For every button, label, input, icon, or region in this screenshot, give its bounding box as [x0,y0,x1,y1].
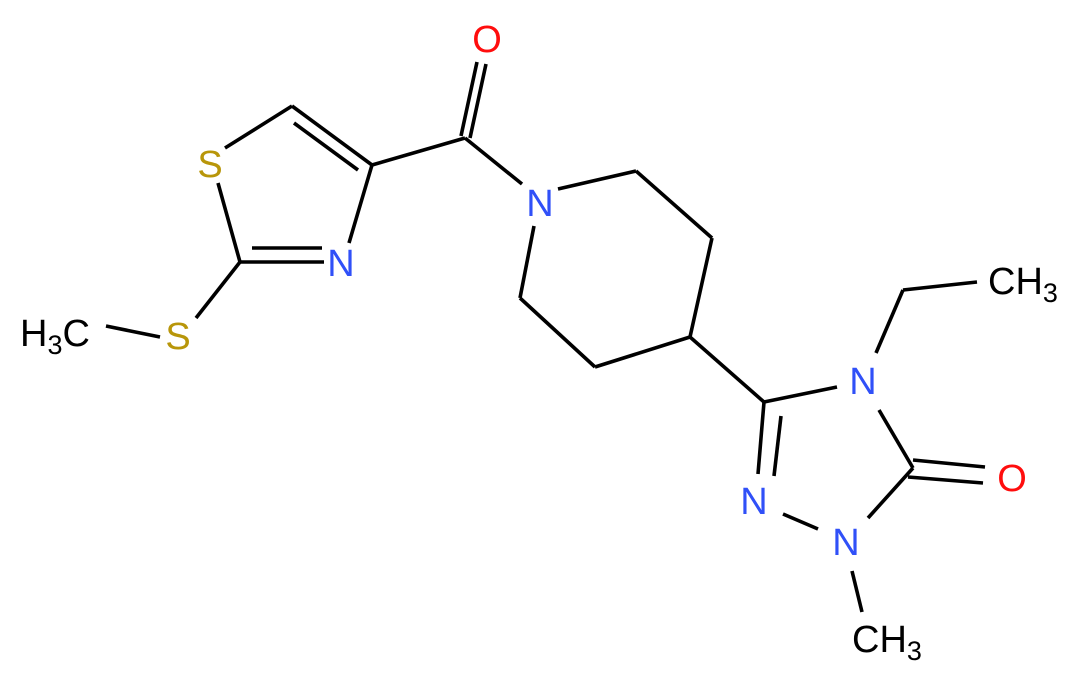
bond-n2-n1 [782,512,819,531]
n-methyl-ch: CH [852,619,907,661]
bond-pip-c5-c6 [518,296,597,369]
atom-labels: O S N S H3C N N O N N CH3 CH3 [20,19,1058,666]
bond-c5-n4 [877,409,915,469]
bond-n1-ch3 [850,570,864,613]
bond-amide-co-1 [459,61,479,137]
bond-carbonyl-thiazole [371,136,466,167]
group-ethyl-ch3: CH3 [988,261,1058,308]
bond-c3-n2-inner [772,415,783,477]
bond-n3-c4 [347,164,374,244]
bond-carbonyl-piperidine-n [463,136,524,186]
h3c-c: C [62,313,89,355]
atom-o-triazolone: O [997,458,1027,500]
group-n-methyl: CH3 [852,619,922,666]
atom-n4-triazole: N [849,361,876,403]
h3c-sub: 3 [47,330,62,360]
bond-pip-n-c2 [557,169,637,191]
atom-s-thioether: S [165,316,190,358]
bond-c5-o-2 [907,475,984,485]
bond-s1-c2 [216,182,242,263]
atom-n1-triazole: N [832,522,859,564]
bond-c5-o-1 [912,458,986,469]
bond-c4-c5 [290,104,374,167]
ethyl-ch: CH [988,261,1043,303]
bond-pip-triazole [688,335,766,404]
atom-o-amide: O [472,19,502,61]
bond-pip-c3-c4 [688,237,714,338]
atom-n2-triazole: N [740,481,767,523]
bond-c3-n2 [756,401,766,475]
bond-pip-c2-c3 [634,169,714,240]
bond-pip-c6-n [518,225,536,299]
bond-c5-s1 [224,104,293,150]
atom-n-thiazole: N [327,243,354,285]
bond-n4-ch2 [874,289,905,354]
n-methyl-sub: 3 [907,636,922,666]
bond-c2-s [194,260,242,320]
atom-n-piperidine: N [526,183,553,225]
bond-ch2-ch3 [902,280,978,292]
h3c-h: H [20,313,47,355]
bonds [105,61,986,613]
bond-c4-c5-inner [292,121,360,172]
bond-c3-n4 [763,385,838,404]
atom-s-ring: S [197,144,222,186]
bond-pip-c4-c5 [594,335,691,369]
group-h3c: H3C [20,313,90,360]
bond-n1-c5 [866,466,915,520]
bond-amide-co-2 [468,63,488,139]
ethyl-sub: 3 [1043,278,1058,308]
bond-s-ch3 [105,324,161,339]
